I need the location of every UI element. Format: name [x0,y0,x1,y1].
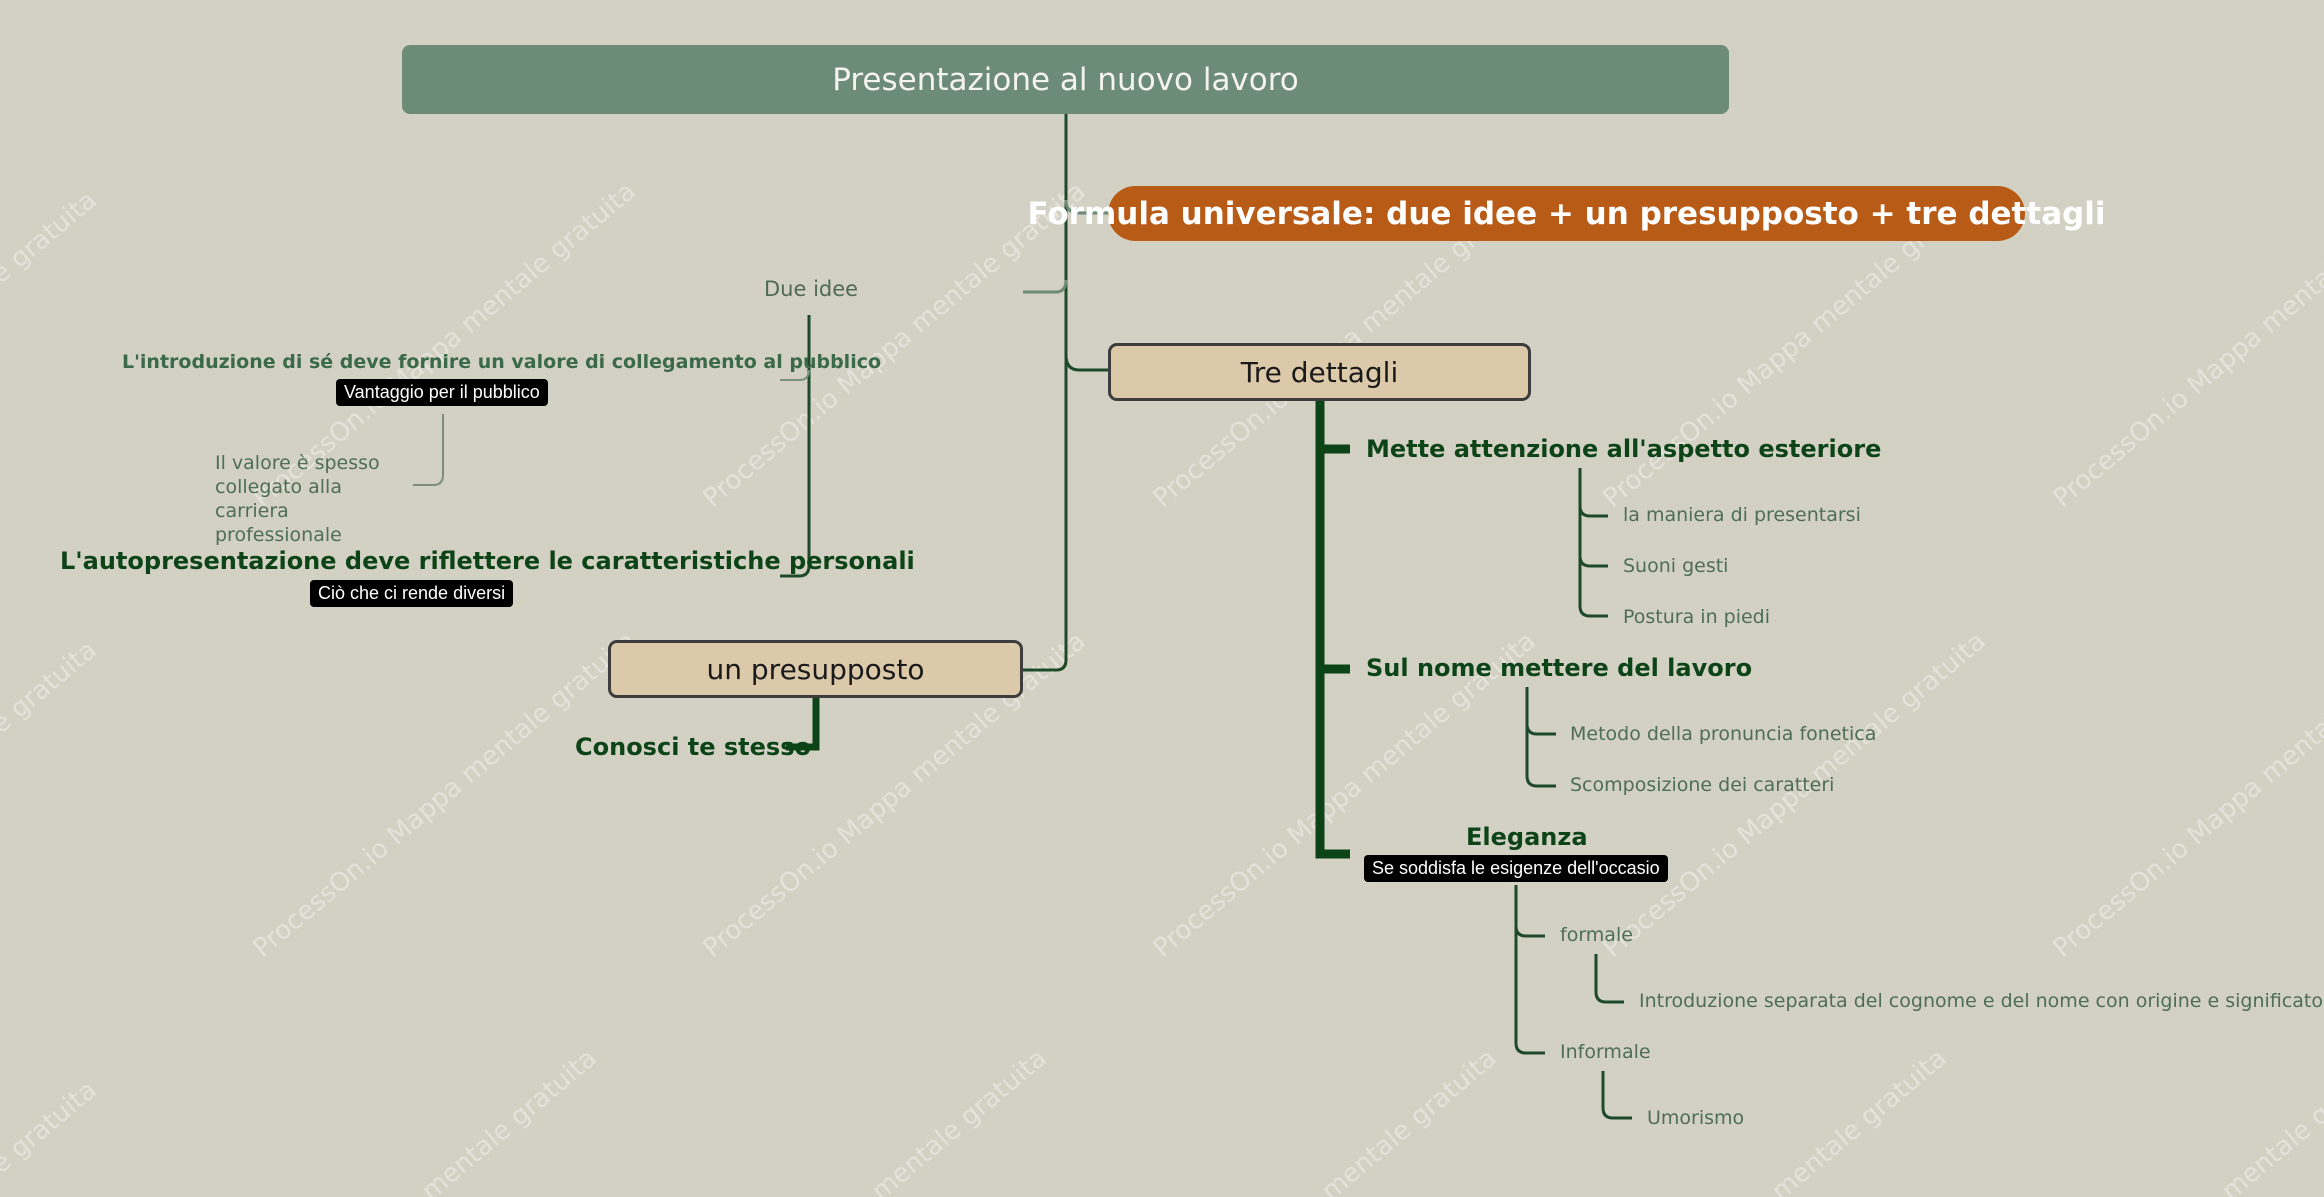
root-topic-label: Presentazione al nuovo lavoro [832,61,1299,98]
detail2-topic[interactable]: Sul nome mettere del lavoro [1366,654,1753,682]
root-topic[interactable]: Presentazione al nuovo lavoro [402,45,1729,114]
detail1-topic[interactable]: Mette attenzione all'aspetto esteriore [1366,435,1882,463]
detail3-note: Se soddisfa le esigenze dell'occasio [1364,855,1668,882]
detail3-informale-child-topic[interactable]: Umorismo [1647,1107,1745,1129]
idea1-topic[interactable]: L'introduzione di sé deve fornire un val… [122,351,882,373]
connector-d1-item2 [1578,555,1608,568]
connector-root-tre-dettagli [1064,354,1108,372]
idea2-note: Ciò che ci rende diversi [310,580,514,607]
detail1-item-3[interactable]: Postura in piedi [1623,606,1771,628]
presupposto-topic[interactable]: un presupposto [608,640,1023,698]
connector-presupposto-child [786,698,820,751]
connector-d3-formale [1514,925,1545,938]
presupposto-topic-label: un presupposto [706,652,925,686]
detail1-item-1[interactable]: la maniera di presentarsi [1623,504,1861,526]
detail3-formale-child-topic[interactable]: Introduzione separata del cognome e del … [1639,990,2323,1012]
detail2-item-2[interactable]: Scomposizione dei caratteri [1570,774,1835,796]
idea1-note: Vantaggio per il pubblico [336,379,548,406]
tre-dettagli-topic[interactable]: Tre dettagli [1108,343,1531,401]
connector-root-due-idee [1023,279,1068,294]
connector-root-formula [1064,199,1108,215]
due-idee-topic[interactable]: Due idee [764,277,859,301]
presupposto-child-topic[interactable]: Conosci te stesso [575,733,811,761]
formula-topic[interactable]: Formula universale: due idee + un presup… [1027,186,2106,241]
connector-d1-items [1578,468,1608,618]
detail3-formale-topic[interactable]: formale [1560,924,1633,946]
connector-formale-child [1594,954,1624,1004]
connector-due-idee-idea2 [780,315,811,578]
detail1-item-2[interactable]: Suoni gesti [1623,555,1729,577]
detail2-item-1[interactable]: Metodo della pronuncia fonetica [1570,723,1877,745]
detail3-informale-topic[interactable]: Informale [1560,1041,1651,1063]
connector-d1-item1 [1578,505,1608,518]
connector-d3-informale [1514,885,1545,1055]
formula-topic-label: Formula universale: due idee + un presup… [1027,195,2106,232]
connector-idea1-child [413,414,444,486]
tre-dettagli-topic-label: Tre dettagli [1240,355,1399,389]
connector-tre-dettagli-spine [1315,401,1350,859]
connector-d2-items [1525,687,1556,788]
connector-root-presupposto [1023,114,1068,672]
idea1-child-topic[interactable]: Il valore è spesso collegato alla carrie… [215,452,380,546]
connector-d2-item1 [1525,723,1556,736]
detail3-topic[interactable]: Eleganza [1466,823,1588,851]
connector-informale-child [1601,1071,1632,1120]
idea2-topic[interactable]: L'autopresentazione deve riflettere le c… [60,547,915,575]
connector-due-idee-idea1 [780,369,810,381]
